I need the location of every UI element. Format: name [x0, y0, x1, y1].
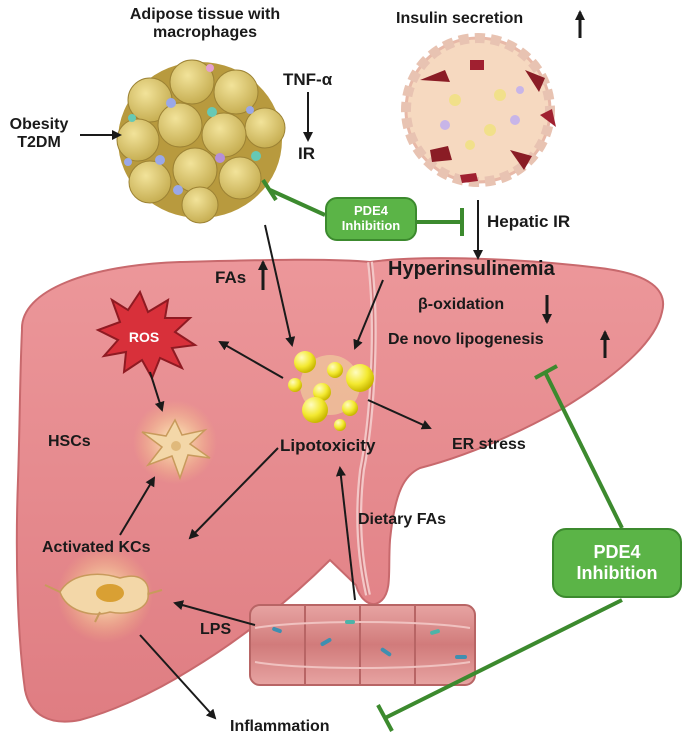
kupffer-cell-icon — [44, 547, 163, 643]
pancreatic-islet-image — [401, 33, 556, 187]
adipose-label-line2: macrophages — [152, 24, 258, 42]
beta-oxidation-label: β-oxidation — [418, 296, 505, 313]
insulin-secretion-label: Insulin secretion — [396, 10, 524, 27]
t2dm-label: T2DM — [17, 134, 61, 152]
pde4-right-line1: PDE4 — [593, 542, 641, 563]
intestine-image — [249, 604, 476, 686]
obesity-label: Obesity — [9, 116, 69, 133]
hsc-cell-icon — [133, 400, 217, 484]
pde4-inhibition-box-right: PDE4 Inhibition — [552, 528, 682, 598]
pde4-inhibition-box-top: PDE4 Inhibition — [325, 197, 417, 241]
lps-label: LPS — [200, 621, 232, 638]
er-stress-label: ER stress — [452, 436, 526, 453]
adipose-tissue-image — [116, 59, 286, 224]
ros-burst-icon — [95, 289, 198, 381]
ros-label: ROS — [129, 329, 159, 345]
pathway-arrows — [80, 92, 483, 720]
hepatic-ir-label: Hepatic IR — [487, 212, 571, 231]
hyperinsulinemia-label: Hyperinsulinemia — [388, 258, 555, 280]
activated-kcs-label: Activated KCs — [42, 539, 151, 556]
hscs-label: HSCs — [48, 433, 91, 450]
adipose-tissue-label: Adipose tissue with macrophages — [100, 6, 310, 43]
lipotoxicity-label: Lipotoxicity — [280, 436, 376, 455]
ir-label: IR — [298, 144, 315, 163]
obesity-t2dm-label: Obesity T2DM — [2, 116, 76, 153]
inhibition-lines — [261, 178, 624, 732]
pde4-right-line2: Inhibition — [576, 563, 658, 583]
fas-label: FAs — [215, 268, 247, 287]
adipose-label-line1: Adipose tissue with — [129, 6, 281, 23]
pde4-top-line1: PDE4 — [354, 203, 388, 219]
pde4-top-line2: Inhibition — [341, 218, 401, 233]
dietary-fas-label: Dietary FAs — [358, 511, 447, 528]
tnf-alpha-label: TNF-α — [283, 70, 333, 89]
up-down-arrows — [258, 10, 610, 358]
inflammation-label: Inflammation — [230, 718, 330, 735]
lipid-droplets — [288, 351, 374, 431]
de-novo-lipogenesis-label: De novo lipogenesis — [388, 331, 544, 348]
